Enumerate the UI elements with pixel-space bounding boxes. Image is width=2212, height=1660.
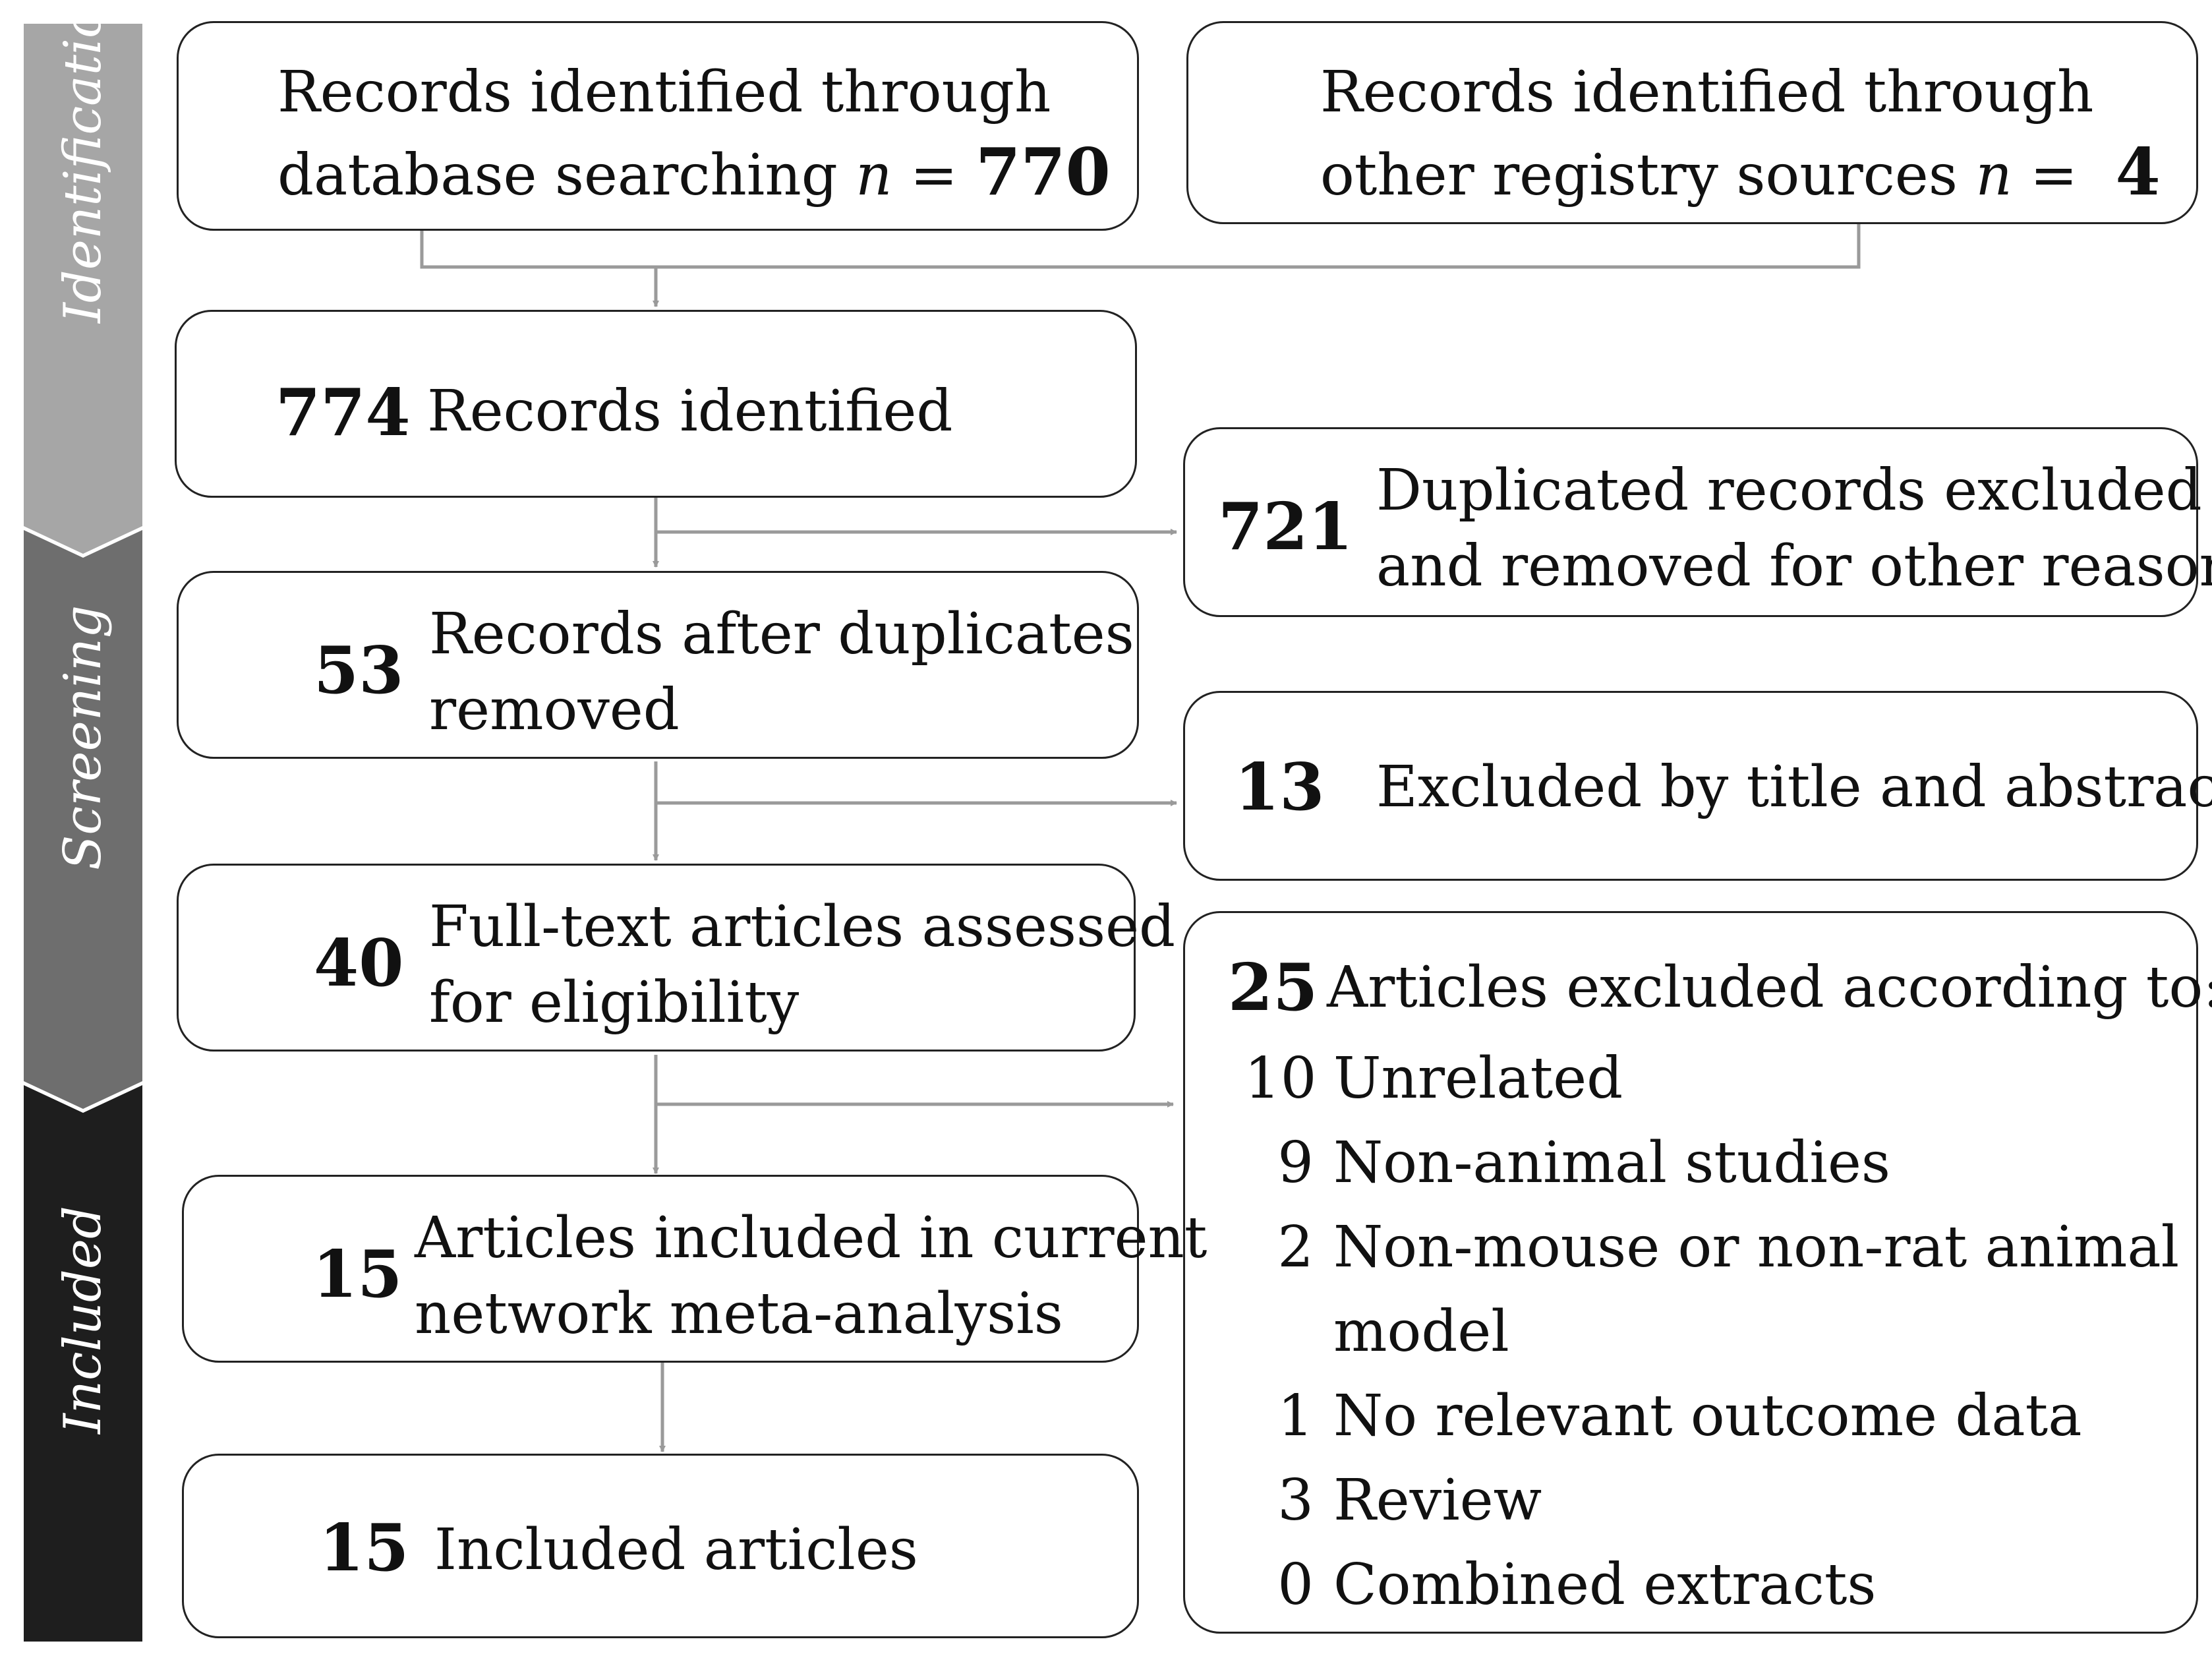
reason-count: 9 (1277, 1130, 1314, 1196)
registry-count: 4 (2115, 134, 2161, 210)
duplicates-excluded-box: 721 Duplicated records excluded and remo… (1183, 427, 2212, 617)
database-line2: database searching (277, 142, 838, 208)
registry-line2: other registry sources (1320, 142, 1958, 208)
reason-label: Unrelated (1333, 1046, 1623, 1112)
title-abstract-count: 13 (1235, 750, 1325, 825)
reason-count: 0 (1277, 1552, 1314, 1618)
phase-included-shape (24, 1085, 142, 1642)
reason-label: Non-animal studies (1333, 1130, 1890, 1196)
after-duplicates-line1: Records after duplicates (429, 601, 1134, 667)
meta-analysis-line2: network meta-analysis (415, 1281, 1063, 1347)
merge-connector (420, 224, 1861, 269)
identified-count: 774 (276, 375, 411, 451)
registry-sources-box: Records identified through other registr… (1186, 21, 2198, 224)
reason-count: 1 (1277, 1383, 1314, 1449)
reason-label: No relevant outcome data (1333, 1383, 2082, 1449)
reason-count: 3 (1277, 1467, 1314, 1533)
articles-excluded-box: 25 Articles excluded according to: 10 Un… (1183, 911, 2212, 1634)
reason-label: Review (1333, 1467, 1542, 1533)
full-text-line1: Full-text articles assessed (429, 894, 1176, 960)
duplicates-line2: and removed for other reasons (1376, 533, 2212, 599)
articles-excluded-label: Articles excluded according to: (1327, 955, 2212, 1021)
duplicates-line1: Duplicated records excluded (1376, 458, 2202, 523)
after-duplicates-box: 53 Records after duplicates removed (177, 571, 1139, 759)
meta-analysis-box: 15 Articles included in current network … (182, 1175, 1207, 1363)
meta-analysis-count: 15 (312, 1237, 403, 1313)
included-articles-count: 15 (319, 1510, 409, 1586)
title-abstract-label: Excluded by title and abstract (1376, 754, 2212, 820)
reason-label: Combined extracts (1333, 1552, 1877, 1618)
reason-count: 2 (1277, 1214, 1314, 1280)
phase-identification-shape (24, 24, 142, 554)
database-n-label: n (856, 142, 892, 208)
meta-analysis-line1: Articles included in current (415, 1205, 1208, 1271)
reason-label-continued: model (1333, 1299, 1509, 1365)
identified-label: Records identified (427, 378, 953, 444)
after-duplicates-line2: removed (429, 677, 680, 743)
included-articles-box: 15 Included articles (182, 1454, 1139, 1638)
title-abstract-excluded-box: 13 Excluded by title and abstract (1183, 691, 2212, 881)
full-text-box: 40 Full-text articles assessed for eligi… (177, 864, 1175, 1052)
duplicates-count: 721 (1218, 489, 1353, 565)
after-duplicates-count: 53 (314, 633, 404, 709)
registry-eq: = (2030, 142, 2078, 208)
database-line1: Records identified through (277, 59, 1051, 125)
registry-n-label: n (1975, 142, 2012, 208)
articles-excluded-count: 25 (1228, 950, 1318, 1026)
reason-count: 10 (1244, 1046, 1317, 1112)
reason-label: Non-mouse or non-rat animal (1333, 1214, 2180, 1280)
full-text-line2: for eligibility (429, 970, 800, 1036)
phase-screening-shape (24, 530, 142, 1109)
database-line2-row: database searching n = 770 (277, 140, 1111, 205)
database-eq: = (910, 142, 958, 208)
included-articles-label: Included articles (434, 1517, 918, 1583)
full-text-count: 40 (314, 926, 404, 1001)
registry-line2-row: other registry sources n = 4 (1320, 140, 2161, 205)
registry-line1: Records identified through (1320, 59, 2094, 125)
records-identified-box: 774 Records identified (175, 310, 1137, 498)
database-search-box: Records identified through database sear… (177, 21, 1139, 231)
database-count: 770 (975, 134, 1111, 210)
